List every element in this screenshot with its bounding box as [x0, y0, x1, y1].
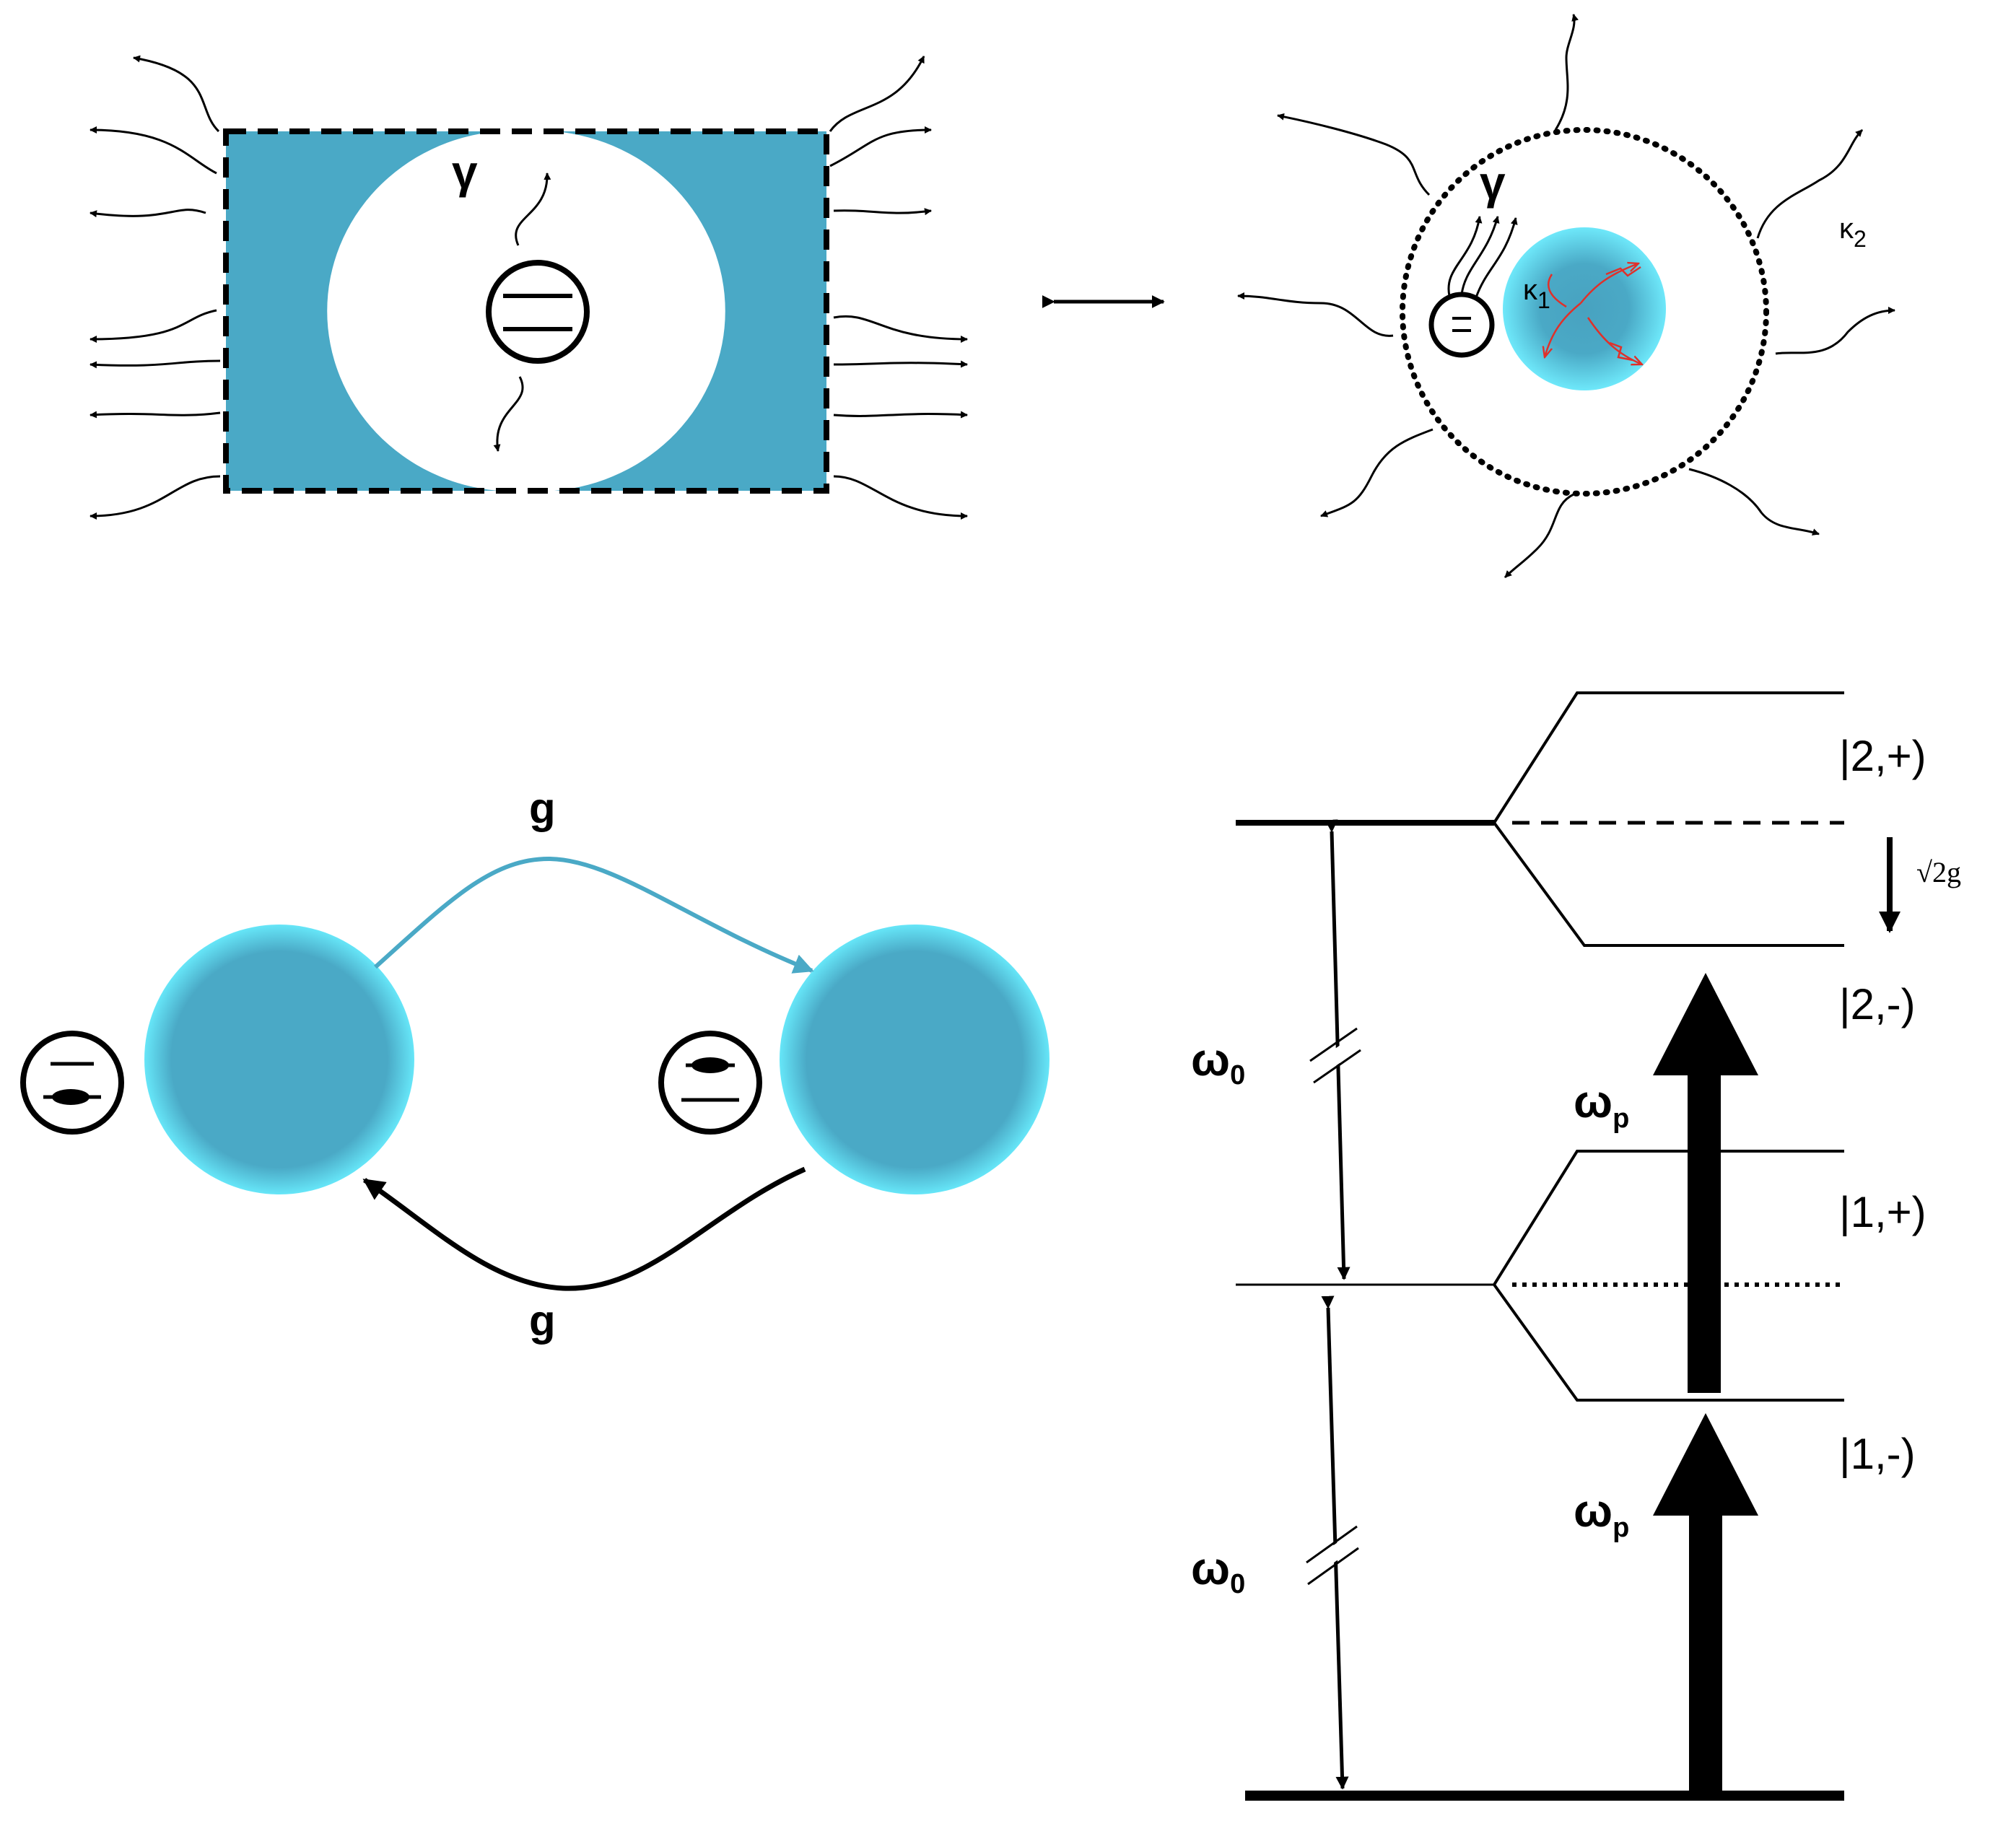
- level-label-2-plus: |2,+): [1839, 732, 1926, 780]
- emitter-emission-arrows: [1447, 216, 1518, 298]
- level-label-1-plus: |1,+): [1839, 1188, 1926, 1236]
- cavity-dashed-border: [223, 128, 829, 494]
- emission-arrow-up: [515, 172, 551, 246]
- emitter-icon-small: [1428, 292, 1495, 358]
- omegap-label-lower: ωp: [1574, 1485, 1629, 1543]
- omega0-label-bottom: ω0: [1191, 1542, 1245, 1599]
- level-2-minus: [1493, 821, 1844, 947]
- level-1-minus: [1493, 1283, 1844, 1402]
- radiation-arrows: [1237, 14, 1895, 579]
- sphere-left: [144, 925, 414, 1194]
- emitter-icon: [486, 260, 590, 364]
- nanoparticle: [1503, 227, 1666, 390]
- absorption-rays: [1545, 263, 1642, 364]
- panel-b: γ κ1 κ2: [1237, 14, 1895, 579]
- omega0-break-top: [1309, 1027, 1361, 1084]
- emission-arrow-down: [493, 376, 524, 452]
- coupling-label-top: g: [529, 784, 556, 832]
- emitter-right-excited: [658, 1031, 762, 1135]
- panel-c: g g: [20, 784, 1050, 1345]
- kappa2-label: κ2: [1839, 213, 1867, 252]
- level-label-1-minus: |1,-): [1839, 1430, 1916, 1478]
- outer-dotted-shell: [1400, 127, 1769, 497]
- gamma-label: γ: [452, 146, 478, 198]
- omegap-label-upper: ωp: [1574, 1075, 1629, 1134]
- splitting-label: √2g: [1916, 856, 1961, 888]
- pump-arrow-lower: [1653, 1413, 1758, 1796]
- coupling-arrow-bottom: [362, 1166, 806, 1291]
- emitter-left-ground: [20, 1031, 124, 1135]
- panel-d: ω0 ω0 ωp ωp √2g |2,+) |2,-) |1,+) |1,-): [1191, 691, 1961, 1801]
- pump-arrow-upper: [1653, 973, 1758, 1393]
- level-1-plus: [1493, 1150, 1844, 1286]
- panel-a: γ: [90, 55, 968, 520]
- omega0-break-bottom: [1306, 1525, 1359, 1586]
- coupling-label-bottom: g: [529, 1296, 556, 1345]
- level-2-plus: [1493, 691, 1844, 824]
- leak-arrows-right: [829, 56, 968, 520]
- leak-arrows-left: [90, 55, 221, 520]
- gamma-label-b: γ: [1480, 157, 1506, 209]
- omega0-label-top: ω0: [1191, 1034, 1245, 1091]
- sphere-right: [780, 925, 1050, 1194]
- kappa1-label: κ1: [1523, 274, 1550, 313]
- coupling-arrow-top: [373, 856, 814, 974]
- level-label-2-minus: |2,-): [1839, 980, 1916, 1028]
